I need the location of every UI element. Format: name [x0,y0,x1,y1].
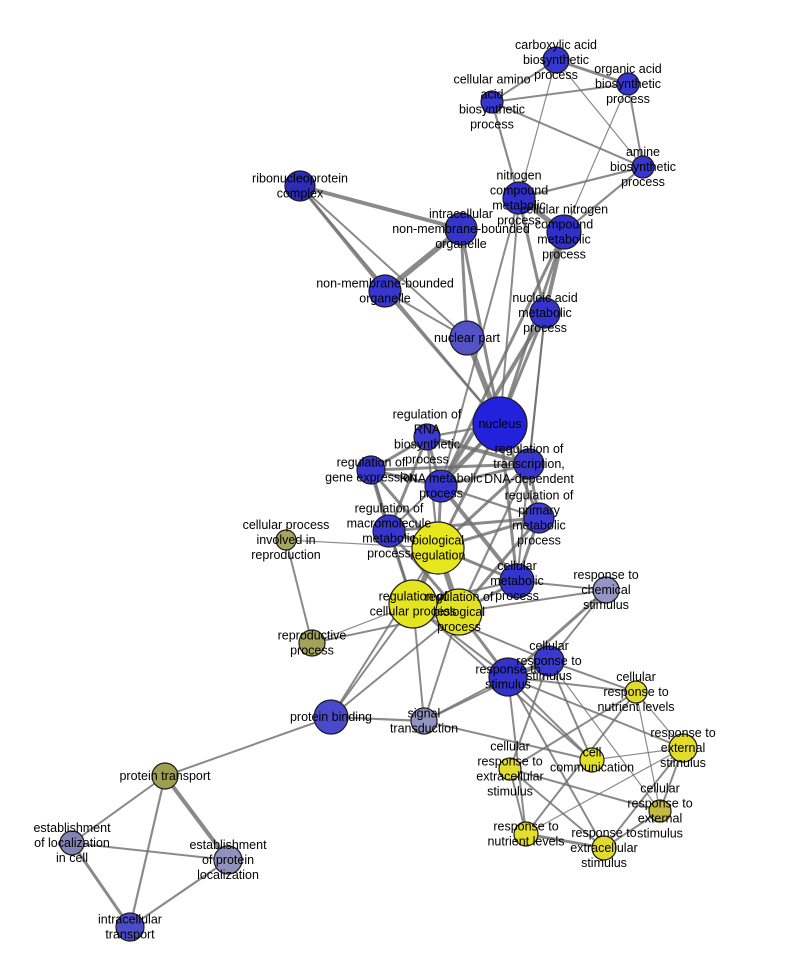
node-response-to-nutrient-levels[interactable] [513,821,539,847]
network-edge [458,589,607,613]
network-edge [71,842,229,861]
network-edge [603,747,684,849]
network-edge [383,289,502,426]
edges-layer [70,58,684,929]
node-regulation-of-macromolecule-metabolic-process[interactable] [372,514,406,548]
node-regulation-of-cellular-process[interactable] [388,579,438,629]
node-intracellular-non-membrane-bounded-organelle[interactable] [444,212,478,246]
node-cellular-response-to-stimulus[interactable] [533,645,565,677]
network-edge [507,676,637,693]
node-regulation-of-transcription-dna-dependent[interactable] [513,448,545,480]
network-edge [507,676,605,849]
network-edge [563,83,629,233]
node-cellular-amino-acid-biosynthetic-process[interactable] [480,90,504,114]
network-edge [518,59,557,199]
node-biological-regulation[interactable] [411,521,465,575]
network-edge [330,547,439,718]
network-edge [491,101,644,168]
network-edge [457,462,531,614]
network-edge [369,462,531,472]
node-regulation-of-gene-expression[interactable] [356,455,386,485]
network-edge [528,312,546,465]
node-nucleus[interactable] [472,396,528,452]
network-edge [285,539,313,644]
network-edge [525,747,684,835]
node-regulation-of-biological-process[interactable] [435,588,483,636]
node-response-to-external-stimulus[interactable] [668,733,698,763]
node-nuclear-part[interactable] [449,320,485,356]
network-edge [509,691,637,770]
node-regulation-of-primary-metabolic-process[interactable] [523,502,555,534]
network-edge [548,660,661,812]
node-protein-binding[interactable] [313,699,349,735]
network-edge [517,165,645,200]
network-edge [387,435,429,533]
network-edge [524,832,606,850]
network-edge [311,611,460,644]
network-edge [163,774,230,862]
network-edge [70,841,132,929]
node-non-membrane-bounded-organelle[interactable] [368,274,402,308]
network-edge [387,516,541,533]
network-edge [298,184,463,231]
nodes-layer [59,46,698,942]
node-cellular-response-to-nutrient-levels[interactable] [624,680,648,704]
network-edge [506,588,608,679]
network-edge [439,230,566,488]
network-edge [627,83,644,168]
node-establishment-of-localization-in-cell[interactable] [59,830,85,856]
node-cellular-metabolic-process[interactable] [499,563,535,599]
network-edge [423,720,593,761]
node-cellular-nitrogen-compound-metabolic-process[interactable] [546,214,582,250]
node-intracellular-transport[interactable] [115,912,145,942]
network-edge [164,716,332,777]
node-cellular-process-involved-in-reproduction[interactable] [275,529,297,551]
node-reproductive-process[interactable] [298,629,326,657]
node-regulation-of-rna-biosynthetic-process[interactable] [413,423,441,451]
network-edge [548,660,593,761]
network-edge [490,100,521,200]
network-edge [509,768,661,812]
network-edge [439,484,519,583]
network-edge [517,196,547,315]
network-edge [459,227,469,340]
node-signal-transduction[interactable] [410,707,438,735]
network-edge [439,484,541,520]
node-cellular-response-to-external-stimulus[interactable] [648,799,672,823]
network-edge [507,676,684,749]
network-edge [330,611,460,718]
node-response-to-chemical-stimulus[interactable] [592,576,620,604]
network-edge [459,227,502,426]
network-edge [635,691,661,812]
node-organic-acid-biosynthetic-process[interactable] [616,72,640,96]
network-edge [299,185,468,339]
node-amine-biosynthetic-process[interactable] [631,155,655,179]
network-edge [507,676,527,835]
network-edge [507,676,593,761]
node-response-to-stimulus[interactable] [488,657,528,697]
node-establishment-of-protein-localization[interactable] [213,845,243,875]
node-carboxylic-acid-biosynthetic-process[interactable] [542,46,570,74]
node-protein-transport[interactable] [151,762,179,790]
node-cellular-response-to-extracellular-stimulus[interactable] [498,757,522,781]
network-edge [128,858,230,929]
node-response-to-extracellular-stimulus[interactable] [591,835,617,861]
node-cell-communication[interactable] [579,747,605,773]
node-nucleic-acid-metabolic-process[interactable] [529,297,561,329]
network-edge [491,83,629,103]
node-nitrogen-compound-metabolic-process[interactable] [502,181,536,215]
network-edge [71,775,166,844]
node-rna-metabolic-process[interactable] [424,469,458,503]
network-edge [498,230,566,426]
network-edge [591,747,684,761]
network-edge [555,59,644,168]
network-edge [425,435,531,466]
node-ribonucleoprotein-complex[interactable] [284,170,316,202]
network-edge [509,768,605,849]
